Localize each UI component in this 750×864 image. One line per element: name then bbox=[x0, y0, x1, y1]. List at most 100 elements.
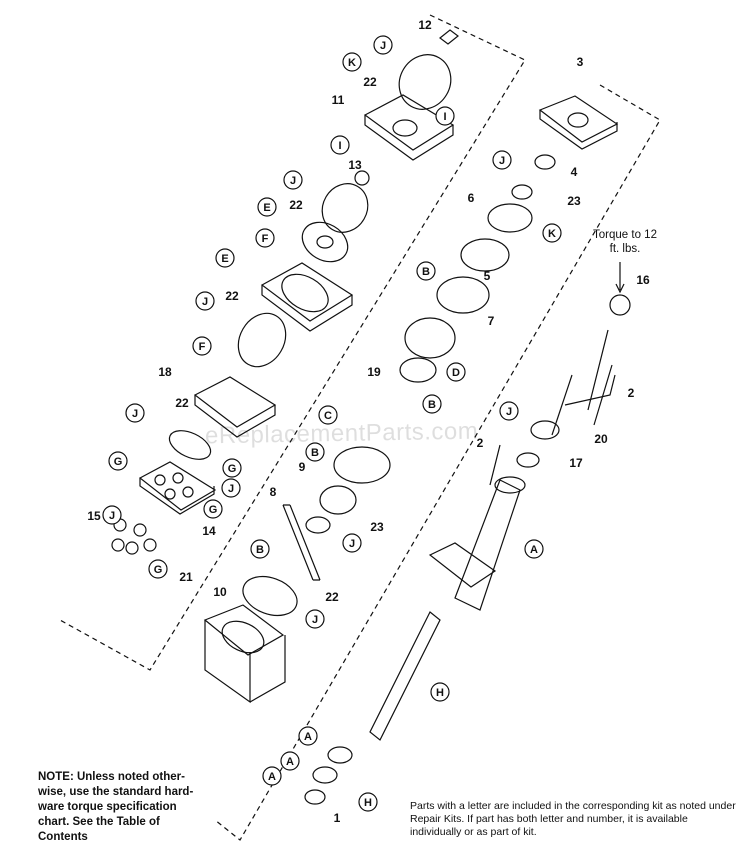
valve-plate bbox=[168, 430, 212, 460]
callout-letter: E bbox=[215, 248, 235, 268]
callout-number: 15 bbox=[87, 509, 101, 523]
svg-text:J: J bbox=[290, 175, 296, 187]
svg-text:J: J bbox=[499, 155, 505, 167]
svg-text:5: 5 bbox=[484, 269, 491, 283]
callout-letter: F bbox=[192, 336, 212, 356]
callout-number: 9 bbox=[299, 460, 306, 474]
svg-text:3: 3 bbox=[577, 55, 584, 69]
seal-23-left bbox=[305, 516, 331, 534]
svg-text:A: A bbox=[304, 731, 312, 743]
svg-text:7: 7 bbox=[488, 314, 495, 328]
callout-letter: J bbox=[373, 35, 393, 55]
svg-text:B: B bbox=[422, 266, 430, 278]
plug-13 bbox=[354, 170, 370, 186]
callout-letter: G bbox=[108, 451, 128, 471]
watermark: eReplacementParts.com bbox=[204, 417, 479, 450]
callout-letter: J bbox=[342, 533, 362, 553]
svg-text:G: G bbox=[114, 456, 123, 468]
svg-text:8: 8 bbox=[270, 485, 277, 499]
svg-text:4: 4 bbox=[571, 165, 578, 179]
svg-text:E: E bbox=[221, 253, 228, 265]
housing-10 bbox=[203, 604, 286, 704]
svg-text:G: G bbox=[154, 564, 163, 576]
svg-text:B: B bbox=[256, 544, 264, 556]
o-ring-22-b bbox=[237, 312, 287, 368]
callout-number: 17 bbox=[569, 456, 583, 470]
svg-text:23: 23 bbox=[370, 520, 384, 534]
rotor-gear bbox=[404, 317, 456, 359]
callout-letter: B bbox=[250, 539, 270, 559]
svg-text:22: 22 bbox=[289, 198, 303, 212]
svg-text:J: J bbox=[109, 510, 115, 522]
gerotor-ring bbox=[333, 446, 391, 484]
svg-text:B: B bbox=[311, 447, 319, 459]
callout-letter: J bbox=[305, 609, 325, 629]
svg-text:H: H bbox=[436, 687, 444, 699]
torque-arrow bbox=[615, 262, 625, 294]
commutator bbox=[301, 221, 349, 263]
callout-letter: G bbox=[222, 458, 242, 478]
svg-text:I: I bbox=[338, 140, 341, 152]
svg-text:J: J bbox=[202, 296, 208, 308]
svg-text:J: J bbox=[312, 614, 318, 626]
o-ring-22-c bbox=[242, 575, 298, 617]
callout-number: 2 bbox=[628, 386, 635, 400]
svg-text:D: D bbox=[452, 367, 460, 379]
svg-text:J: J bbox=[349, 538, 355, 550]
o-ring-top bbox=[398, 54, 452, 110]
output-housing bbox=[428, 479, 521, 611]
dashed-boundary-left bbox=[59, 14, 526, 671]
seal-20 bbox=[530, 420, 560, 440]
svg-text:14: 14 bbox=[202, 524, 216, 538]
callout-number: 5 bbox=[484, 269, 491, 283]
svg-text:F: F bbox=[199, 341, 206, 353]
callout-letter: B bbox=[305, 442, 325, 462]
callout-number: 22 bbox=[225, 289, 239, 303]
callout-letter: K bbox=[542, 223, 562, 243]
callout-letter: J bbox=[195, 291, 215, 311]
dashed-boundary-right bbox=[214, 84, 661, 841]
callout-letter: A bbox=[524, 539, 544, 559]
bearing-6 bbox=[487, 203, 533, 233]
callout-letter: A bbox=[298, 726, 318, 746]
bearing-5 bbox=[460, 238, 510, 272]
callout-letter: J bbox=[125, 403, 145, 423]
callout-letter: E bbox=[257, 197, 277, 217]
svg-text:21: 21 bbox=[179, 570, 193, 584]
callout-number: 14 bbox=[202, 524, 216, 538]
callout-number: 21 bbox=[179, 570, 193, 584]
svg-text:H: H bbox=[364, 797, 372, 809]
svg-text:10: 10 bbox=[213, 585, 227, 599]
svg-text:20: 20 bbox=[594, 432, 608, 446]
svg-text:F: F bbox=[262, 233, 269, 245]
callout-letter: B bbox=[422, 394, 442, 414]
bolt-2-b bbox=[551, 374, 573, 436]
callout-number: 6 bbox=[468, 191, 475, 205]
callout-number: 8 bbox=[270, 485, 277, 499]
gerotor-9 bbox=[319, 485, 357, 515]
svg-text:J: J bbox=[228, 483, 234, 495]
bolt-2-c bbox=[593, 364, 613, 426]
manifold-18 bbox=[193, 376, 277, 438]
svg-text:9: 9 bbox=[299, 460, 306, 474]
callout-letter: I bbox=[435, 106, 455, 126]
svg-text:23: 23 bbox=[567, 194, 581, 208]
callout-letter: G bbox=[203, 499, 223, 519]
callout-number: 3 bbox=[577, 55, 584, 69]
callout-number: 7 bbox=[488, 314, 495, 328]
callout-number: 1 bbox=[334, 811, 341, 825]
callout-number: 10 bbox=[213, 585, 227, 599]
callout-letter: C bbox=[318, 405, 338, 425]
svg-text:22: 22 bbox=[325, 590, 339, 604]
spring-8 bbox=[282, 504, 321, 581]
svg-text:22: 22 bbox=[175, 396, 189, 410]
callout-letter: G bbox=[148, 559, 168, 579]
callout-letter: J bbox=[221, 478, 241, 498]
svg-text:17: 17 bbox=[569, 456, 583, 470]
svg-text:1: 1 bbox=[334, 811, 341, 825]
end-plate-11 bbox=[363, 94, 455, 161]
svg-text:E: E bbox=[263, 202, 270, 214]
svg-text:I: I bbox=[443, 111, 446, 123]
